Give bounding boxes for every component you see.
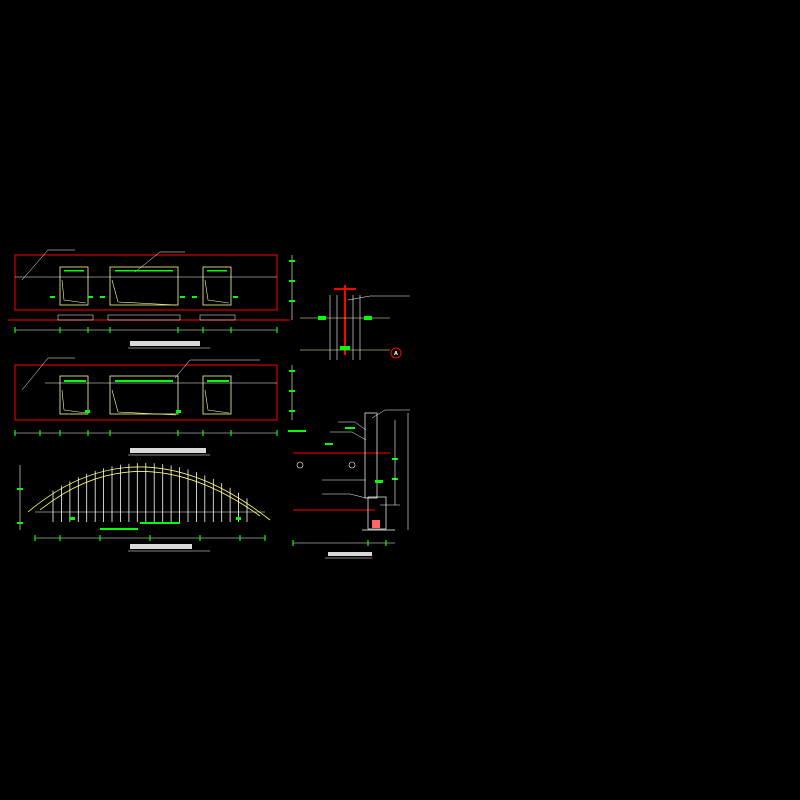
section-a-symbol-label: A	[394, 351, 398, 357]
detail-1-footing-fill	[372, 520, 380, 528]
elevation-1-height-ticks	[289, 260, 295, 302]
elevation-2-panel-left	[59, 375, 89, 415]
arch-inner-curve	[39, 471, 261, 517]
arch-dimension-ticks	[34, 535, 266, 541]
elevation-2-height-ticks	[289, 370, 295, 412]
elevation-1-panel-left	[59, 266, 89, 306]
detail-1-footing	[367, 496, 387, 530]
detail-1-column	[364, 412, 378, 499]
elevation-1-panel-center	[109, 266, 179, 306]
detail-a-posts	[329, 295, 361, 360]
detail-section-a: A	[300, 285, 410, 360]
elevation-1-leader-center	[134, 251, 185, 273]
elevation-2-caption-block	[130, 448, 206, 453]
elevation-2-dimension-markers	[64, 380, 229, 413]
detail-1-caption-block	[328, 552, 372, 556]
elevation-2-leader-right	[174, 359, 260, 379]
arch-height-ticks	[17, 488, 23, 524]
detail-1-marker-left	[296, 461, 304, 469]
elevation-1	[8, 249, 295, 349]
elevation-1-leader-left	[21, 249, 75, 281]
elevation-1-caption-block	[130, 341, 200, 346]
elevation-2-outline	[14, 364, 278, 421]
elevation-1-panel-right	[202, 266, 232, 306]
detail-a-leader	[347, 295, 410, 301]
detail-1-leaders	[322, 409, 410, 506]
elevation-1-base-block	[107, 314, 181, 321]
elevation-1-base-block	[57, 314, 94, 321]
section-a-symbol	[390, 347, 402, 359]
arch-markers	[70, 517, 241, 530]
arch-outer-curve	[27, 466, 271, 521]
detail-1-markers	[288, 427, 398, 483]
elevation-2-leader-left	[21, 357, 75, 391]
elevation-2-panel-right	[202, 375, 232, 415]
detail-1-marker-center	[348, 461, 356, 469]
elevation-2	[14, 357, 295, 456]
arch-plan	[17, 462, 271, 552]
arch-slats	[52, 462, 248, 522]
detail-1-width-ticks	[292, 540, 387, 546]
elevation-2-panel-center	[109, 375, 179, 416]
arch-caption-block	[130, 544, 192, 549]
elevation-1-base-block	[199, 314, 236, 321]
elevation-1-dimension-ticks	[14, 327, 278, 333]
elevation-2-dimension-ticks	[14, 430, 278, 436]
elevation-1-outline	[14, 254, 278, 311]
elevation-1-dimension-markers	[50, 270, 238, 298]
detail-a-markers	[318, 316, 372, 350]
detail-section-1	[288, 409, 410, 559]
